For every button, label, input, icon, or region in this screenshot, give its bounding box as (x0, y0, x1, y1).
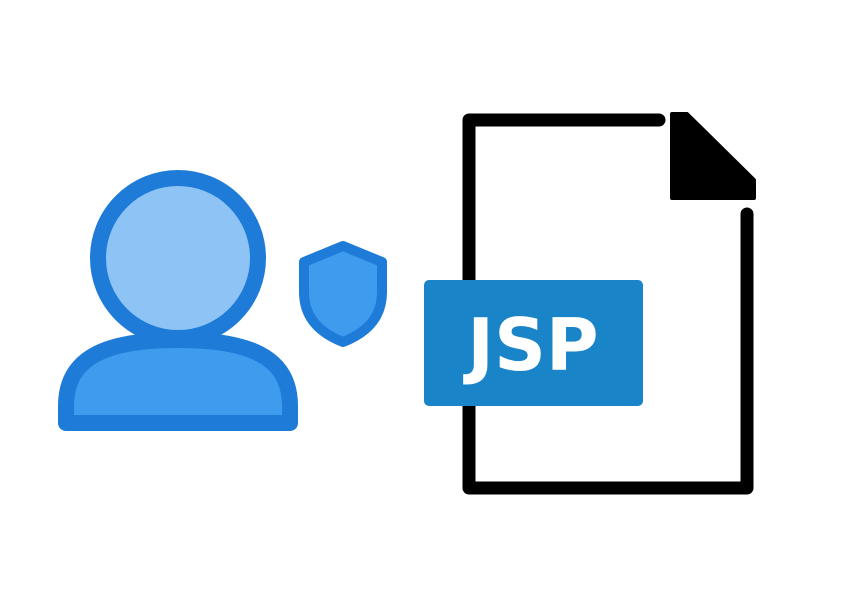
user-head (90, 170, 266, 346)
badge-label: JSP (462, 303, 598, 387)
user-body (58, 332, 298, 431)
shield-icon (299, 241, 387, 347)
user-icon (58, 170, 298, 431)
badge-background (424, 280, 643, 406)
file-icon (462, 112, 756, 495)
file-outline (462, 113, 754, 495)
file-type-badge: JSP (424, 280, 643, 406)
file-fold-corner (670, 112, 756, 200)
